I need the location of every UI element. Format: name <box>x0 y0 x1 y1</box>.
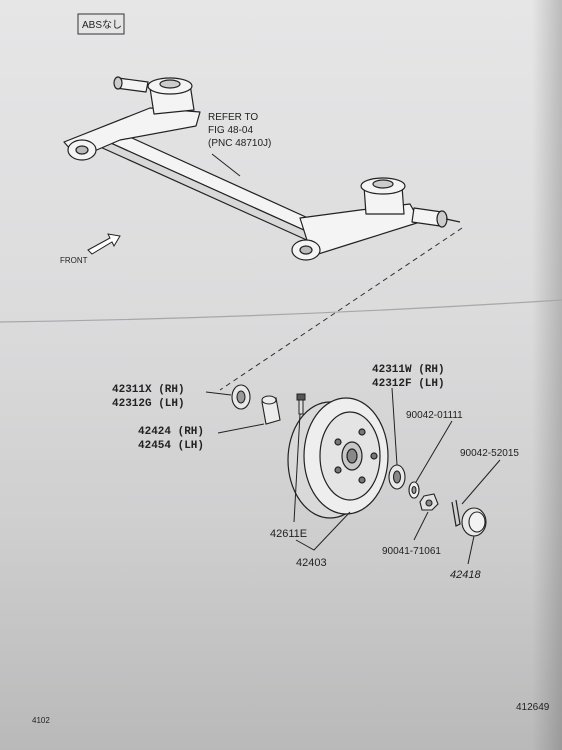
spacer-rh: 42424 (RH) <box>138 426 204 438</box>
inner-bearing <box>388 464 406 490</box>
inner-bearing-lh: 42312F (LH) <box>372 378 445 390</box>
spacer <box>261 395 281 425</box>
inner-bearing-leader <box>391 387 398 466</box>
axle-beam-assembly <box>63 76 461 261</box>
drum-label: 42403 <box>296 557 327 569</box>
hub-cap-leader <box>467 535 475 565</box>
hub-bolt-leader <box>293 413 301 523</box>
cotter-pin-leader <box>461 459 501 505</box>
drum-leader <box>295 511 351 551</box>
hub-cap-label: 42418 <box>450 569 481 581</box>
washer <box>408 481 420 499</box>
refer-line-2: FIG 48-04 <box>208 125 253 136</box>
hub-bolt <box>296 393 306 415</box>
washer-leader <box>415 420 453 483</box>
footer-left: 4102 <box>32 716 50 725</box>
inner-bearing-rh: 42311W (RH) <box>372 364 445 376</box>
spacer-lh: 42454 (LH) <box>138 440 204 452</box>
abs-tag-box <box>77 13 125 35</box>
refer-leader <box>211 153 241 177</box>
outer-bearing <box>231 384 251 410</box>
paper-shadow <box>532 0 562 750</box>
front-label: FRONT <box>60 256 88 265</box>
outer-bearing-leader <box>205 391 232 396</box>
abs-tag: ABSなし <box>82 19 122 31</box>
hub-bolt-label: 42611E <box>270 528 307 540</box>
fold-line <box>0 299 562 323</box>
nut-leader <box>413 511 429 541</box>
cotter-pin <box>451 499 461 527</box>
refer-line-3: (PNC 48710J) <box>208 138 271 149</box>
footer-right: 412649 <box>516 702 550 713</box>
refer-line-1: REFER TO <box>208 112 258 123</box>
hub-cap <box>461 507 487 537</box>
nut-label: 90041-71061 <box>382 546 441 557</box>
front-arrow-icon <box>87 233 121 255</box>
outer-bearing-lh: 42312G (LH) <box>112 398 185 410</box>
castle-nut <box>419 493 439 511</box>
brake-drum <box>287 397 389 519</box>
explode-leader <box>219 227 463 391</box>
outer-bearing-rh: 42311X (RH) <box>112 384 185 396</box>
cotter-pin-label: 90042-52015 <box>460 448 519 459</box>
spacer-leader <box>217 423 265 434</box>
washer-label: 90042-01111 <box>406 410 463 421</box>
